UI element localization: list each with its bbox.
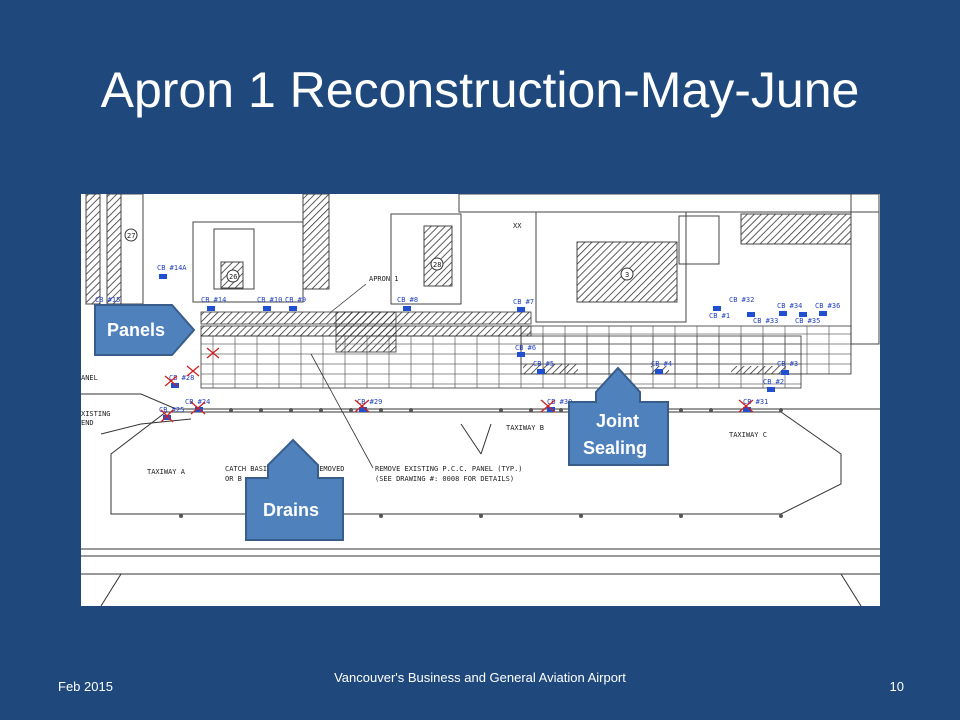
taxiways (81, 393, 880, 606)
drains-callout: Drains (245, 438, 344, 541)
remove-panel-details-label: (SEE DRAWING #: 0008 FOR DETAILS) (375, 475, 514, 483)
existing-label: XISTING (81, 410, 111, 418)
cb-label: CB #29 (357, 398, 382, 406)
cb-label: CB #15 (95, 296, 120, 304)
catch-basins-label: CATCH BASINS (225, 465, 276, 473)
panel-edge-label: ANEL (81, 374, 98, 382)
xx-label: XX (513, 222, 522, 230)
taxiway-b-label: TAXIWAY B (506, 424, 544, 432)
cb-label: CB #25 (159, 406, 184, 414)
catch-basin-markers: CB #14A CB #15 CB #14 CB #10 CB #9 CB #8… (95, 264, 840, 420)
end-label: END (81, 419, 94, 427)
cb-label: CB #36 (815, 302, 840, 310)
cb-label: CB #31 (743, 398, 768, 406)
building-27-label: 27 (127, 232, 135, 240)
slide-title: Apron 1 Reconstruction-May-June (100, 62, 860, 118)
building-28-label: 28 (433, 261, 441, 269)
cb-label: CB #33 (753, 317, 778, 325)
cb-label: CB #14 (201, 296, 226, 304)
cb-label: CB #32 (729, 296, 754, 304)
catch-basins-or-label: OR B (225, 475, 242, 483)
cb-label: CB #6 (515, 344, 536, 352)
footer-page-number: 10 (889, 679, 904, 694)
cb-label: CB #35 (795, 317, 820, 325)
cb-label: CB #1 (709, 312, 730, 320)
cb-label: CB #2 (763, 378, 784, 386)
building-3-label: 3 (625, 271, 629, 279)
cb-label: CB #8 (397, 296, 418, 304)
cb-label: CB #10 (257, 296, 282, 304)
cb-label: CB #24 (185, 398, 210, 406)
cb-label: CB #14A (157, 264, 187, 272)
footer-organization: Vancouver's Business and General Aviatio… (334, 670, 626, 685)
cb-label: CB #30 (547, 398, 572, 406)
cb-label: CB #28 (169, 374, 194, 382)
panels-callout-text: Panels (107, 320, 165, 340)
taxiway-a-label: TAXIWAY A (147, 468, 186, 476)
joint-sealing-text-line2: Sealing (583, 438, 647, 458)
removed-basin-crosses (160, 347, 754, 423)
cb-label: CB #4 (651, 360, 672, 368)
joint-sealing-text-line1: Joint (596, 411, 639, 431)
apron-panels (200, 311, 852, 389)
catch-basins-removed-label: REMOVED (315, 465, 345, 473)
cb-label: CB #5 (533, 360, 554, 368)
joint-sealing-callout: Joint Sealing (568, 366, 669, 466)
cb-label: CB #3 (777, 360, 798, 368)
cb-label: CB #34 (777, 302, 802, 310)
taxiway-c-label: TAXIWAY C (729, 431, 767, 439)
apron-1-label: APRON 1 (369, 275, 399, 283)
building-26-label: 26 (229, 273, 237, 281)
apron-plan-drawing: 27 26 28 3 XX APRON 1 (81, 194, 880, 606)
plan-svg: 27 26 28 3 XX APRON 1 (81, 194, 880, 606)
footer-date: Feb 2015 (58, 679, 113, 694)
drains-callout-text: Drains (263, 500, 319, 520)
remove-panel-label: REMOVE EXISTING P.C.C. PANEL (TYP.) (375, 465, 523, 473)
panels-callout: Panels (94, 304, 196, 356)
cb-label: CB #7 (513, 298, 534, 306)
cb-label: CB #9 (285, 296, 306, 304)
